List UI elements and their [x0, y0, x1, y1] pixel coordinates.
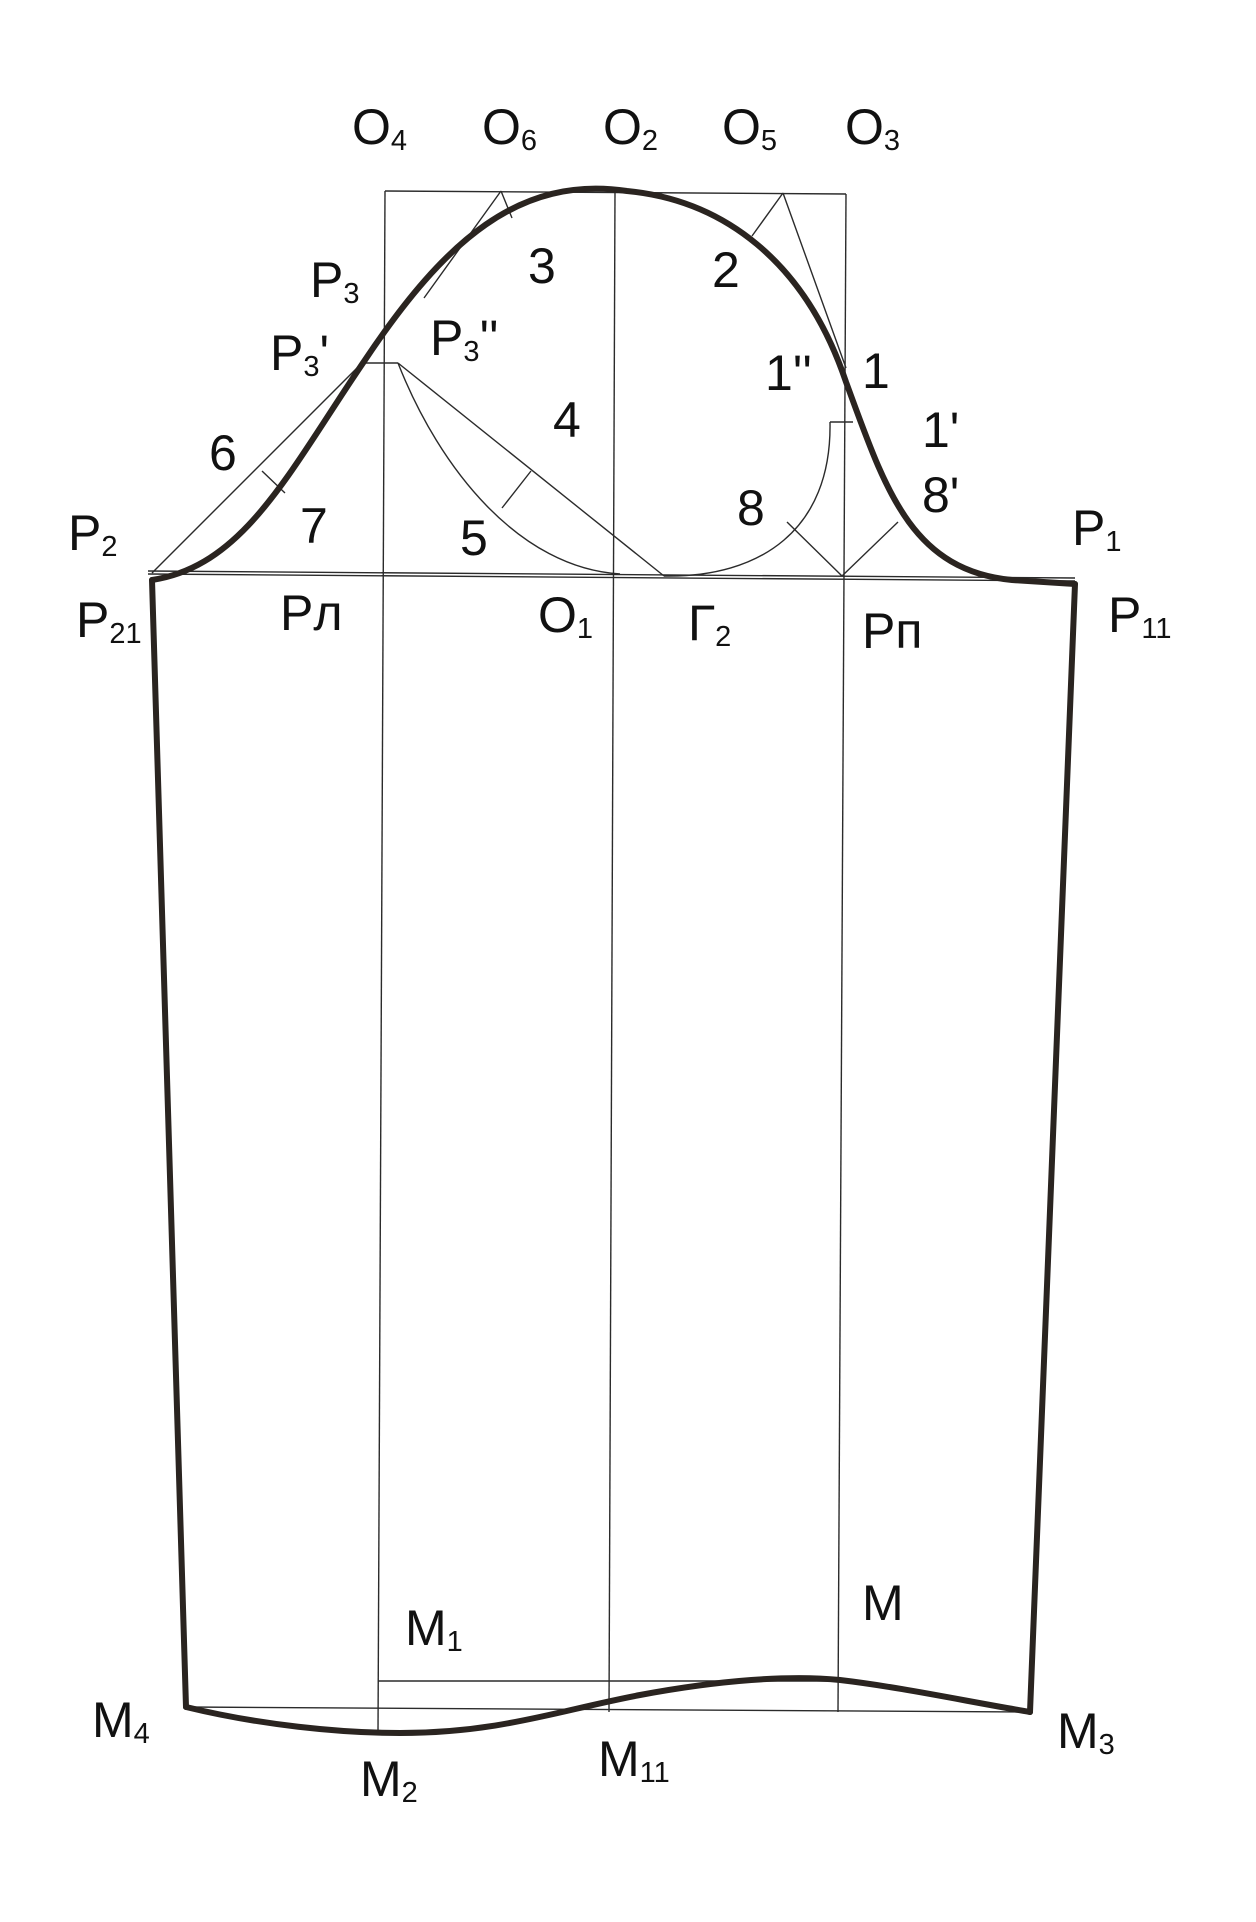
- vertical-line-o3-m: [837, 193, 847, 1713]
- aux-line-p3dprime-g2: [397, 362, 665, 577]
- label-4: 4: [553, 392, 581, 448]
- sleeve-hem-outline: [183, 1675, 1033, 1736]
- aux-line-p2-p3-prime: [151, 363, 362, 574]
- label-o1: O1: [538, 587, 593, 645]
- label-8: 8: [737, 480, 765, 536]
- label-m3: M3: [1057, 1703, 1115, 1761]
- label-1-prime: 1': [922, 402, 959, 458]
- label-p3: P3: [310, 252, 360, 310]
- label-6: 6: [209, 425, 237, 481]
- vertical-line-o2-m11: [608, 190, 616, 1713]
- label-p2: P2: [68, 505, 118, 563]
- sleeve-side-seam-right: [1027, 581, 1078, 1715]
- bottom-line-m4-m3: [185, 1706, 1031, 1713]
- label-m2: M2: [360, 1751, 418, 1809]
- underarm-line-upper: [147, 570, 1076, 579]
- label-5: 5: [460, 510, 488, 566]
- vertical-line-o4-m2: [377, 190, 386, 1734]
- label-3: 3: [528, 238, 556, 294]
- label-g2: Г2: [688, 595, 731, 653]
- label-o5: O5: [722, 99, 777, 157]
- label-2: 2: [712, 242, 740, 298]
- arc-g2-1dprime: [663, 421, 831, 577]
- label-o4: O4: [352, 99, 407, 157]
- label-o3: O3: [845, 99, 900, 157]
- label-1: 1: [862, 343, 890, 399]
- label-pp: Pп: [862, 603, 922, 659]
- label-p11: P11: [1108, 587, 1171, 645]
- label-1-dprime: 1'': [765, 345, 812, 401]
- sleeve-cap-outline: [149, 185, 1078, 587]
- label-8-prime: 8': [922, 467, 959, 523]
- label-o6: O6: [482, 99, 537, 157]
- label-pl: Pл: [280, 585, 343, 641]
- label-p1: P1: [1072, 500, 1122, 558]
- label-o2: O2: [603, 99, 658, 157]
- arc-p3dprime-o1: [397, 362, 621, 575]
- label-m: M: [862, 1575, 904, 1631]
- label-7: 7: [300, 498, 328, 554]
- aux-line-o6-3: [500, 190, 513, 219]
- aux-line-4-5: [501, 470, 532, 509]
- label-m1: M1: [405, 1600, 463, 1658]
- aux-line-o5-2: [751, 192, 784, 237]
- aux-line-8-rp: [786, 521, 843, 577]
- underarm-line: [147, 573, 1076, 582]
- label-m11: M11: [598, 1731, 670, 1789]
- label-m4: M4: [92, 1692, 150, 1750]
- label-p21: P21: [76, 592, 142, 650]
- sleeve-side-seam-left: [149, 577, 189, 1710]
- aux-line-o5-1: [782, 192, 847, 369]
- aux-line-8prime-rp: [841, 521, 899, 577]
- label-p3-prime: P3': [270, 325, 329, 383]
- label-p3-dprime: P3'': [430, 310, 499, 368]
